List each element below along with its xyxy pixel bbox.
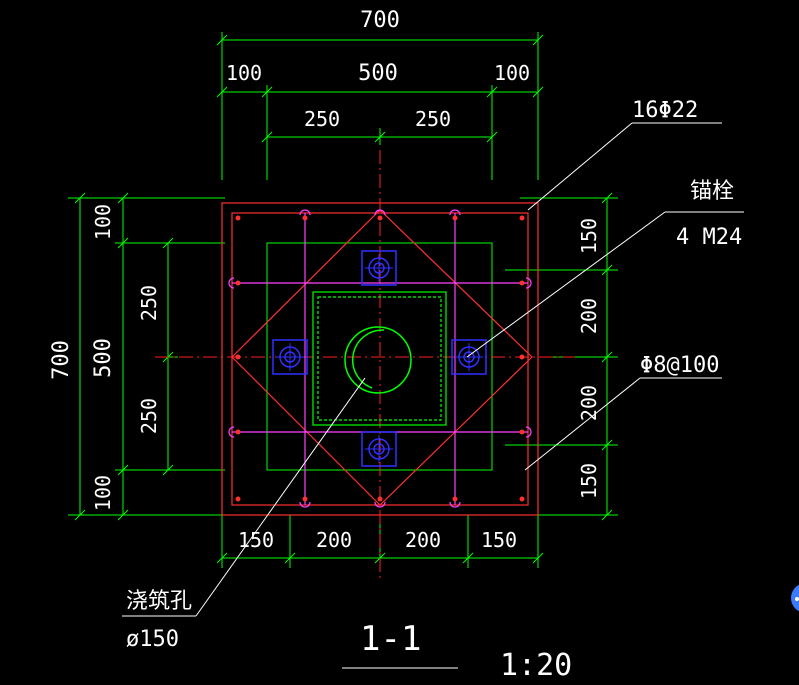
dim-right-1: 150 (577, 218, 601, 254)
rebar-dots (235, 215, 525, 502)
dim-right-3: 200 (577, 385, 601, 421)
dim-left-mid: 500 (91, 338, 116, 378)
dim-top-right: 100 (494, 61, 530, 85)
hole-label: 浇筑孔 (126, 589, 192, 614)
anchor-spec: 4 M24 (676, 225, 742, 250)
dim-left-bottom: 100 (91, 475, 115, 511)
dim-left-top: 100 (91, 204, 115, 240)
hole-size: ø150 (126, 627, 179, 652)
dimension-texts: 700 100 500 100 250 250 700 100 500 100 … (49, 8, 601, 552)
centerlines (155, 150, 575, 578)
dim-left-total: 700 (49, 340, 74, 380)
dim-top-mid: 500 (358, 61, 398, 86)
anchor-bolt-bottom (361, 431, 397, 467)
section-title: 1-1 (360, 619, 421, 659)
dimension-lines (68, 32, 618, 568)
dim-bottom-3: 200 (405, 528, 441, 552)
stirrup-label: Φ8@100 (640, 353, 719, 378)
rebar-hooks (228, 209, 532, 508)
anchor-bolt-left (272, 339, 308, 375)
drawing-title: 1-1 1:20 (360, 619, 572, 683)
rebar-label: 16Φ22 (632, 98, 698, 123)
scale-label: 1:20 (500, 648, 572, 683)
annotations: 16Φ22 锚栓 4 M24 Φ8@100 浇筑孔 ø150 (126, 98, 742, 652)
pouring-hole (344, 326, 412, 394)
dim-right-2: 200 (577, 298, 601, 334)
leader-lines (122, 122, 744, 669)
dim-bottom-1: 150 (238, 528, 274, 552)
dim-bottom-2: 200 (316, 528, 352, 552)
dim-top-half-right: 250 (415, 107, 451, 131)
anchor-bolt-right (451, 339, 487, 375)
dim-top-left: 100 (226, 61, 262, 85)
rebar-ties (232, 213, 528, 505)
anchor-label: 锚栓 (690, 179, 734, 204)
dim-top-total: 700 (360, 8, 400, 33)
pedestal-outline (221, 202, 539, 516)
dim-left-lower: 250 (137, 398, 161, 434)
dim-bottom-4: 150 (481, 528, 517, 552)
anchor-bolt-top (361, 250, 397, 286)
dim-top-half-left: 250 (304, 107, 340, 131)
dim-right-4: 150 (577, 463, 601, 499)
dim-left-upper: 250 (137, 285, 161, 321)
circle-button-icon[interactable] (791, 583, 799, 613)
